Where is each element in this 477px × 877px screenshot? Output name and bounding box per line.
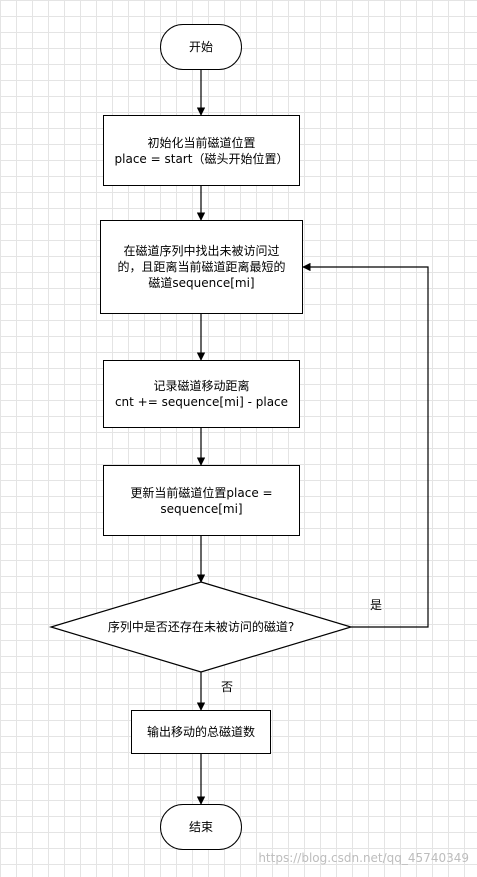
yes-label: 是	[370, 598, 383, 612]
arrow-decision-yes-loop	[302, 262, 429, 628]
decision-diamond	[48, 581, 354, 673]
find-node: 在磁道序列中找出未被访问过 的，且距离当前磁道距离最短的 磁道sequence[…	[100, 220, 303, 314]
no-label: 否	[221, 680, 234, 694]
output-node: 输出移动的总磁道数	[131, 710, 271, 754]
record-node: 记录磁道移动距离 cnt += sequence[mi] - place	[103, 360, 300, 428]
end-node: 结束	[160, 804, 242, 850]
init-node: 初始化当前磁道位置 place = start（磁头开始位置）	[103, 115, 300, 186]
start-node: 开始	[160, 24, 242, 70]
decision-node-label: 序列中是否还存在未被访问的磁道?	[107, 620, 295, 634]
watermark-text: https://blog.csdn.net/qq_45740349	[258, 851, 469, 865]
update-node: 更新当前磁道位置place = sequence[mi]	[103, 465, 300, 536]
